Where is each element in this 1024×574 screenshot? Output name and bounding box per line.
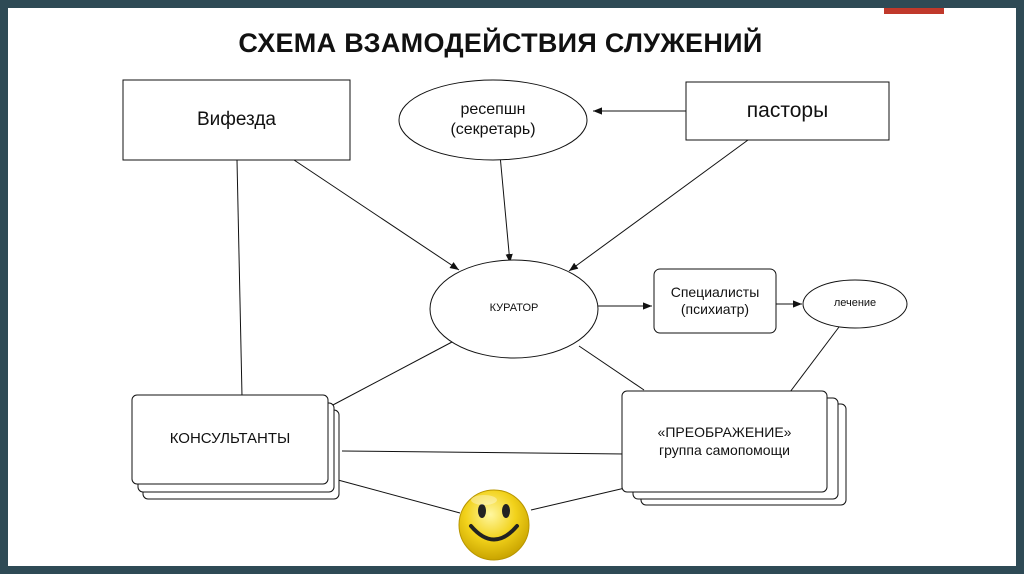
node-reception — [398, 79, 588, 161]
group-line1: «ПРЕОБРАЖЕНИЕ» — [657, 424, 792, 440]
edge-vifezda-consultants — [236, 159, 243, 397]
edge-group-smiley — [530, 487, 626, 511]
group-line2: группа самопомощи — [659, 441, 790, 458]
accent-bar — [884, 8, 944, 14]
node-reception-label: ресепшн (секретарь) — [403, 84, 583, 156]
edge-consultants-smiley — [337, 479, 461, 514]
slide: СХЕМА ВЗАМОДЕЙСТВИЯ СЛУЖЕНИЙ — [8, 8, 1016, 566]
node-vifezda — [122, 79, 351, 161]
node-group — [621, 390, 847, 506]
node-treatment-label: лечение — [833, 297, 877, 310]
node-group-label: «ПРЕОБРАЖЕНИЕ» группа самопомощи — [622, 391, 827, 492]
edge-curator-group — [578, 345, 645, 391]
node-consultants-label: КОНСУЛЬТАНТЫ — [169, 430, 291, 448]
edge-curator-consultants — [330, 341, 453, 407]
node-pastors-label: пасторы — [746, 98, 829, 122]
interaction-diagram — [122, 79, 908, 561]
node-consultants — [131, 394, 340, 500]
page-title: СХЕМА ВЗАМОДЕЙСТВИЯ СЛУЖЕНИЙ — [238, 28, 763, 58]
reception-line2: (секретарь) — [450, 121, 536, 138]
smiley-face-icon — [458, 489, 530, 561]
edge-reception-curator — [499, 154, 513, 264]
edge-treatment-group — [789, 326, 840, 393]
reception-line1: ресепшн — [460, 101, 526, 118]
node-curator-label: КУРАТОР — [489, 302, 539, 315]
edge-consultants-group — [341, 450, 626, 455]
node-pastors — [685, 81, 890, 141]
node-vifezda-label: Вифезда — [196, 109, 276, 131]
node-treatment — [802, 279, 908, 329]
edge-vifezda-curator — [293, 159, 460, 271]
node-specialists-label: Специалисты (психиатр) — [654, 269, 776, 333]
specialists-line2: (психиатр) — [680, 301, 750, 317]
node-specialists — [653, 268, 777, 334]
specialists-line1: Специалисты — [670, 283, 760, 300]
edge-pastors-curator — [568, 139, 749, 272]
node-curator — [429, 259, 599, 359]
